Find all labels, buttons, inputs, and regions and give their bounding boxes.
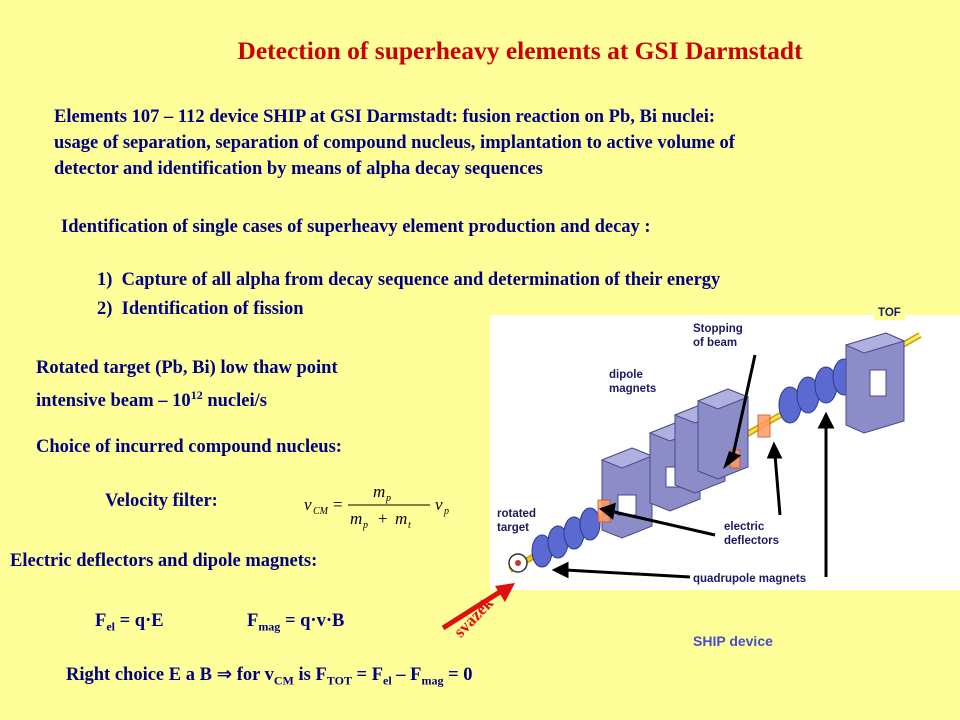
formula-sub: CM — [313, 506, 329, 517]
ship-device-caption: SHIP device — [693, 633, 773, 649]
intro-line-1: Elements 107 – 112 device SHIP at GSI Da… — [54, 107, 716, 127]
intro-line-2: usage of separation, separation of compo… — [54, 133, 735, 153]
force-magnetic: Fmag = q·v·B — [247, 611, 345, 634]
tof-detector — [844, 332, 906, 434]
formula-rhs-v: v — [435, 495, 443, 514]
stopping-pointer — [730, 354, 757, 461]
rotated-line-2: intensive beam – 1012 nuclei/s — [36, 388, 267, 412]
list-number: 2) — [97, 299, 113, 319]
velocity-formula: v CM = m p m p + m t v p — [304, 482, 449, 531]
implies-icon: ⇒ — [216, 664, 233, 685]
velocity-filter-label: Velocity filter: — [105, 491, 218, 511]
quad-pointer — [564, 568, 691, 579]
tof-label: TOF — [874, 306, 905, 320]
list-number: 1) — [97, 270, 113, 290]
formula-plus: + — [378, 509, 388, 528]
rotated-line-1: Rotated target (Pb, Bi) low thaw point — [36, 358, 338, 378]
rotated-target-text: Rotated target (Pb, Bi) low thaw point i… — [36, 355, 338, 415]
formula-den-a-sub: p — [362, 520, 368, 531]
formula-eq: = — [333, 495, 343, 514]
formula-den-b: m — [395, 509, 407, 528]
formula-rhs-sub: p — [443, 506, 449, 517]
list-text: Capture of all alpha from decay sequence… — [121, 270, 721, 290]
formula-v: v — [304, 495, 312, 514]
intro-line-3: detector and identification by means of … — [54, 159, 543, 179]
electric-pointer-2 — [609, 509, 716, 537]
intro-paragraph: Elements 107 – 112 device SHIP at GSI Da… — [54, 104, 735, 182]
formula-den-b-sub: t — [408, 520, 411, 531]
list-item: 2) Identification of fission — [97, 299, 304, 320]
beam-arrow-icon — [441, 583, 515, 631]
list-text: Identification of fission — [121, 299, 304, 319]
formula-den-a: m — [350, 509, 362, 528]
page-title: Detection of superheavy elements at GSI … — [237, 36, 803, 65]
right-choice-line: Right choice E a B ⇒ for vCM is FTOT = F… — [66, 664, 473, 688]
ship-device-illustration — [508, 332, 922, 579]
electric-pointer — [773, 454, 782, 516]
formula-num-sub: p — [385, 493, 391, 504]
identification-heading: Identification of single cases of superh… — [61, 217, 651, 237]
quadrupole-magnets-rear — [778, 358, 856, 424]
list-item: 1) Capture of all alpha from decay seque… — [97, 270, 720, 291]
force-electric: Fel = q·E — [95, 611, 164, 634]
quadrupole-magnets-front — [531, 507, 601, 568]
deflectors-heading: Electric deflectors and dipole magnets: — [10, 551, 318, 571]
quadrupole-label: quadrupole magnets — [693, 573, 807, 585]
formula-num: m — [373, 482, 385, 501]
choice-heading: Choice of incurred compound nucleus: — [36, 437, 342, 457]
